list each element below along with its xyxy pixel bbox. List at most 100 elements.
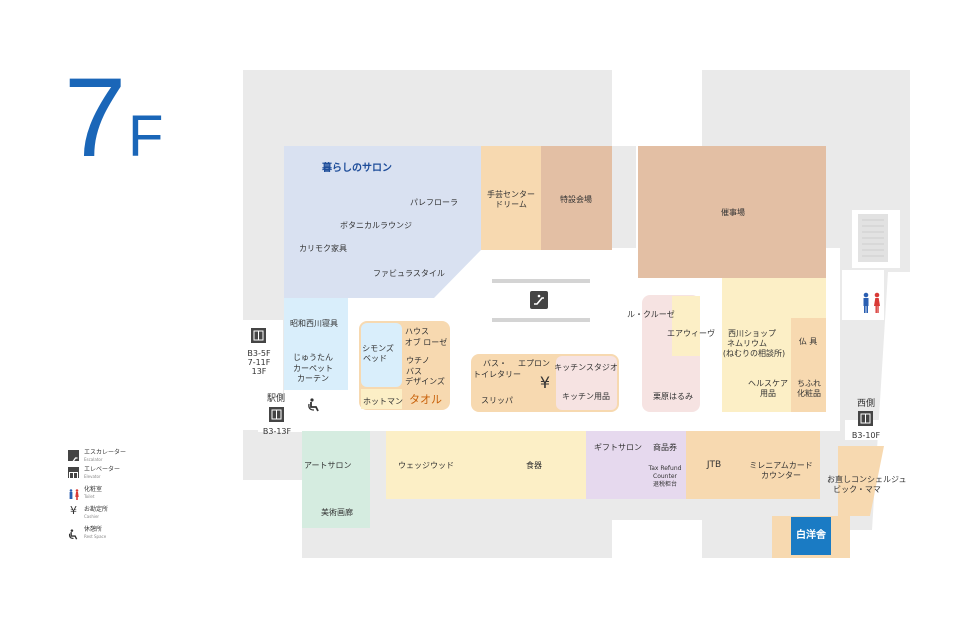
shop-gallery[interactable]: 美術画廊 (321, 508, 353, 517)
zone-tokusetsu (541, 146, 612, 250)
shop-shohinken[interactable]: 商品券 (653, 443, 677, 452)
legend-cashier: お勘定所 Cashier (84, 506, 108, 520)
shop-kitchen-studio[interactable]: キッチンスタジオ (554, 363, 618, 372)
shop-healthcare-line2[interactable]: 用品 (760, 389, 776, 398)
shop-botanical[interactable]: ボタニカルラウンジ (340, 221, 412, 230)
shop-kurihara[interactable]: 栗原はるみ (653, 392, 693, 401)
shop-kitchen-goods[interactable]: キッチン用品 (562, 392, 610, 401)
zone-tegei (481, 146, 541, 250)
zone-airweave (672, 296, 700, 356)
toilet-icon[interactable] (860, 292, 884, 314)
floor-suffix: F (128, 104, 164, 169)
shop-le-creuset[interactable]: ル・クルーゼ (627, 310, 675, 319)
shop-chifure-line1[interactable]: ちふれ (797, 379, 821, 388)
station-side-label: 駅側 (266, 394, 286, 404)
elevator-left-floors-3: 13F (251, 367, 267, 376)
shop-healthcare-line1[interactable]: ヘルスケア (748, 379, 788, 388)
shop-uchino-line1[interactable]: ウチノ (406, 356, 430, 365)
shop-shokki[interactable]: 食器 (526, 461, 542, 470)
shop-jutan-line2[interactable]: カーペット (293, 364, 333, 373)
shop-karimoku[interactable]: カリモク家具 (299, 244, 347, 253)
zone-kitchen (556, 356, 617, 410)
legend-elevator-icon (68, 467, 79, 481)
shop-nishikawa-line2[interactable]: ネムリウム (727, 339, 767, 348)
shop-concierge-line1[interactable]: お直しコンシェルジュ (827, 475, 907, 484)
rest-space-icon (306, 397, 322, 413)
elevator-icon-left[interactable] (251, 328, 266, 343)
elevator-icon-station[interactable] (269, 407, 284, 422)
shop-showa-nishikawa[interactable]: 昭和西川寝具 (290, 319, 338, 328)
shop-jutan-line3[interactable]: カーテン (297, 374, 329, 383)
legend-escalator-en: Escalator (84, 457, 103, 462)
legend-cashier-en: Cashier (84, 514, 100, 519)
shop-fabula[interactable]: ファビュラスタイル (373, 269, 445, 278)
shop-butsugu[interactable]: 仏 具 (798, 337, 818, 346)
shop-jutan-line1[interactable]: じゅうたん (293, 353, 333, 362)
shop-towel[interactable]: タオル (409, 393, 442, 406)
shop-simmons-line2[interactable]: ベッド (363, 354, 387, 363)
shop-slipper[interactable]: スリッパ (481, 396, 513, 405)
shop-uchino-line2[interactable]: バス (406, 367, 422, 376)
shop-millennium-line1[interactable]: ミレニアムカード (749, 461, 813, 470)
shop-uchino-line3[interactable]: デザインズ (405, 377, 445, 386)
shop-saiji[interactable]: 催事場 (721, 208, 745, 217)
shop-taxfree-line2[interactable]: Counter (653, 473, 677, 480)
shop-concierge-line2[interactable]: ビック・ママ (833, 485, 881, 494)
shop-bath-line1[interactable]: バス・ (483, 359, 507, 368)
zone-art-salon (302, 431, 370, 528)
legend-cashier-icon: ¥ (70, 504, 77, 517)
shop-wedgwood[interactable]: ウェッジウッド (398, 461, 454, 470)
shop-house-line2[interactable]: オブ ローゼ (404, 338, 448, 347)
shop-millennium-line2[interactable]: カウンター (761, 471, 801, 480)
shop-simmons-line1[interactable]: シモンズ (362, 344, 394, 353)
shop-taxfree-line1[interactable]: Tax Refund (648, 465, 682, 472)
zone-hotman (361, 389, 402, 409)
escalator-icon[interactable] (530, 291, 548, 309)
zone-showa-nishikawa (284, 298, 348, 390)
floor-number: 7 (64, 55, 127, 180)
zone-gift-salon (586, 431, 686, 499)
cashier-yen-icon: ¥ (539, 372, 551, 392)
legend-escalator-label: エスカレーター (84, 449, 127, 456)
legend-toilet: 化粧室 Toilet (84, 486, 102, 500)
shop-house-line1[interactable]: ハウス (405, 327, 429, 336)
shop-jtb[interactable]: JTB (706, 460, 722, 470)
legend-toilet-label: 化粧室 (84, 486, 103, 493)
elevator-west-floors: B3-10F (851, 431, 881, 440)
shop-taxfree-line3[interactable]: 退税柜台 (652, 481, 678, 488)
shop-palefleur[interactable]: パレフローラ (410, 198, 458, 207)
legend-elevator: エレベーター Elevator (84, 466, 120, 480)
shop-nishikawa-line3[interactable]: (ねむりの相談所) (722, 349, 786, 358)
legend-elevator-label: エレベーター (84, 466, 121, 473)
zone-wedgwood (386, 431, 586, 499)
shop-airweave[interactable]: エアウィーヴ (667, 329, 715, 338)
zone-saiji (638, 146, 826, 278)
zone-hakuyosha (791, 517, 831, 555)
elevator-left-floors-2: 7-11F (247, 358, 271, 367)
shop-bath-line2[interactable]: トイレタリー (473, 370, 521, 379)
legend-cashier-label: お勘定所 (84, 506, 109, 513)
legend-toilet-en: Toilet (84, 494, 95, 499)
shop-hakuyosha[interactable]: 白洋舎 (796, 530, 826, 541)
zone-kurashi-salon (284, 146, 481, 298)
legend-elevator-en: Elevator (84, 474, 101, 479)
elevator-left-floors-1: B3-5F (247, 349, 271, 358)
shop-gift-salon[interactable]: ギフトサロン (594, 443, 642, 452)
shop-kurashi-salon[interactable]: 暮らしのサロン (322, 163, 392, 174)
shop-hotman[interactable]: ホットマン (363, 397, 403, 406)
shop-tegei-line2[interactable]: ドリーム (495, 200, 527, 209)
shop-tokusetsu[interactable]: 特設会場 (560, 195, 592, 204)
shop-art-salon[interactable]: アートサロン (304, 461, 352, 470)
legend-escalator: エスカレーター Escalator (84, 449, 126, 463)
legend-toilet-icon (68, 485, 79, 500)
elevator-icon-west[interactable] (858, 411, 873, 426)
shop-tegei-line1[interactable]: 手芸センター (487, 190, 535, 199)
zone-jtb (686, 431, 742, 499)
shop-nishikawa-line1[interactable]: 西川ショップ (728, 329, 776, 338)
shop-apron[interactable]: エプロン (518, 359, 550, 368)
shop-chifure-line2[interactable]: 化粧品 (797, 389, 821, 398)
legend-rest-icon (68, 525, 79, 540)
legend-escalator-icon (68, 450, 79, 464)
